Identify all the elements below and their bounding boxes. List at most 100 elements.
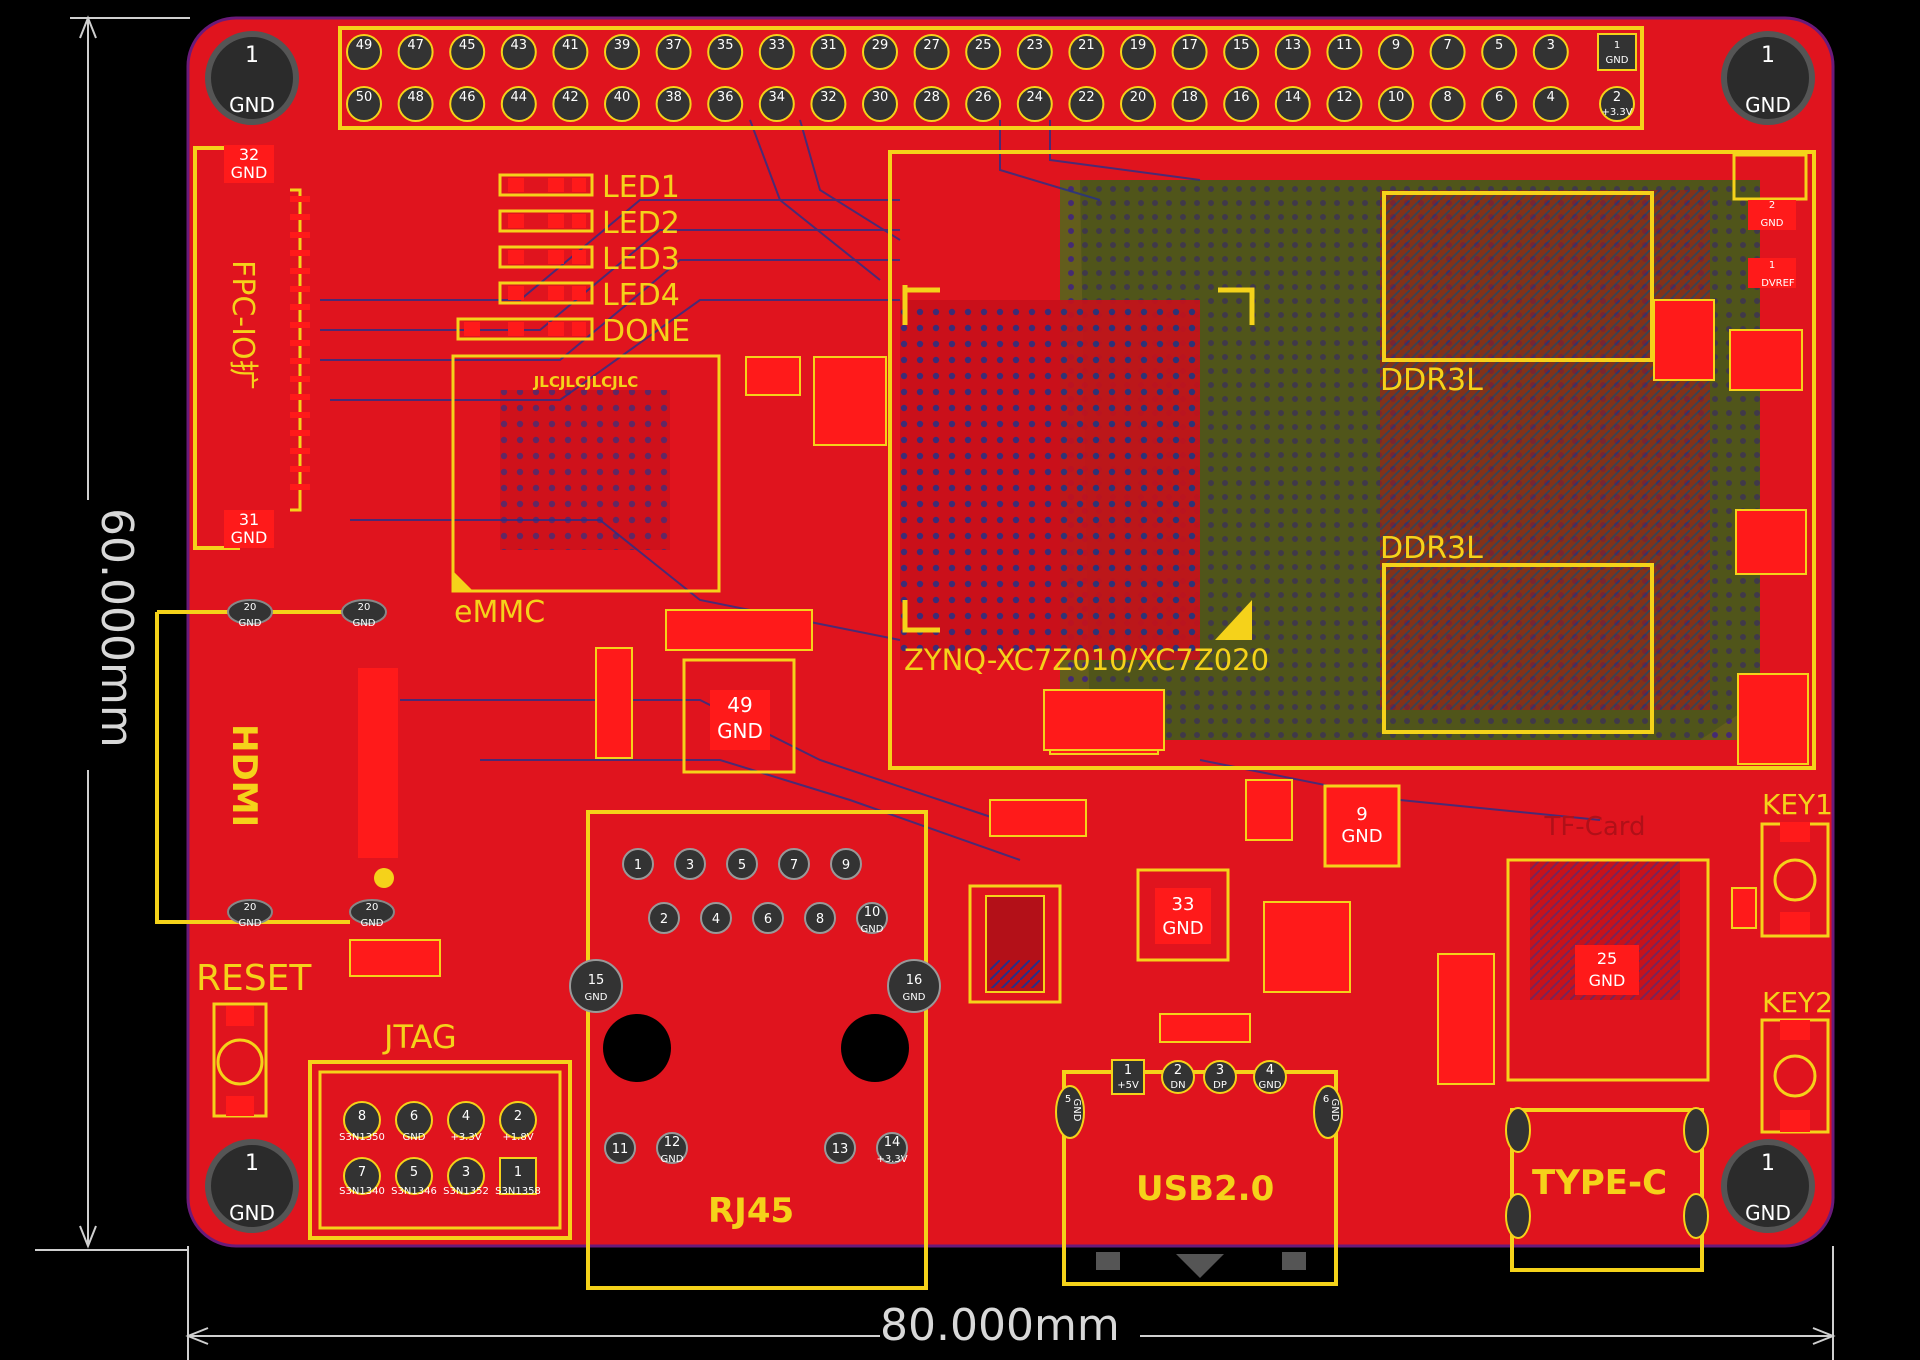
header-pin [1223,34,1260,70]
rj45-pin-number: 3 [686,858,694,873]
dvref-pads: 2 GND 1 DVREF [1732,153,1808,289]
led1-label: LED1 [602,170,680,205]
svg-text:20: 20 [244,902,257,913]
header-pin [500,86,537,122]
rj45-pin [876,1132,908,1164]
svg-text:GND: GND [1589,971,1626,990]
header-pin [1326,34,1363,70]
svg-text:5: 5 [1065,1094,1071,1105]
rj45-pin [700,902,732,934]
typec-label: TYPE-C [1532,1163,1667,1203]
jtag-pin-number: 7 [358,1165,366,1180]
usb-pin-net: +5V [1117,1080,1139,1091]
svg-text:9: 9 [1356,804,1367,825]
typec-connector: TYPE-C [1505,1107,1709,1272]
status-leds: LED1 LED2 LED3 LED4 DONE [456,170,690,349]
header-pin [1120,86,1156,122]
usb-pin-net: DP [1213,1080,1227,1091]
header-pin-number: 31 [820,38,837,53]
key1-button[interactable]: KEY1 [1760,788,1833,938]
svg-text:2: 2 [1769,200,1775,211]
usb-pin-net: GND [1259,1080,1282,1091]
rj45-label: RJ45 [708,1191,794,1231]
jtag-pin [343,1157,381,1195]
header-pin-number: 16 [1233,90,1250,105]
fpc-label: FPC-IO扩 [225,260,260,390]
buck-regulator: 9 GND [1323,784,1401,868]
header-pin [655,86,692,122]
height-dimension-label: 60.000mm [91,508,142,748]
svg-text:32: 32 [239,145,259,164]
gpio-header-outline [338,26,1644,130]
header-pin-number: 36 [717,90,734,105]
svg-text:GND: GND [1761,218,1784,229]
header-pin-number: 17 [1181,38,1198,53]
header-pin-number: 43 [511,38,528,53]
header-pin2-num: 2 [1613,90,1621,105]
header-pin-number: 7 [1443,38,1451,53]
rj45-pin-number: 5 [738,858,746,873]
rj45-pin [726,848,758,880]
header-pin [1274,86,1311,122]
rj45-pin-number: 14 [884,1135,901,1150]
trace-regions [320,119,1760,1000]
header-pin-number: 34 [769,90,786,105]
svg-text:GND: GND [1162,918,1203,939]
width-dimension-label: 80.000mm [880,1300,1120,1351]
svg-text:GND: GND [361,918,384,929]
reset-button[interactable]: RESET [196,958,312,1118]
header-pin-number: 22 [1078,90,1095,105]
header-pin-number: 28 [923,90,940,105]
rj45-pin-number: 7 [790,858,798,873]
header-pin-number: 3 [1547,38,1555,53]
jtag-pin-number: 4 [462,1109,470,1124]
header-pin-number: 6 [1495,90,1503,105]
usb-pin-number: 4 [1266,1063,1274,1078]
rj45-pin [752,902,784,934]
svg-text:1: 1 [245,43,259,68]
header-pin [862,86,898,122]
led2-label: LED2 [602,206,680,241]
rj45-pin [656,1132,688,1164]
header-pin [1429,34,1466,70]
header-pin [1532,34,1569,70]
pmic: 25 GND TF-Card [1506,812,1710,1082]
usb-pin [1203,1060,1237,1094]
key2-button[interactable]: KEY2 [1760,986,1833,1134]
usb-pin-number: 2 [1174,1063,1182,1078]
header-pin [1016,86,1053,122]
header-pin [810,86,847,122]
header-pin1-net: GND [1606,55,1629,66]
header-pin [346,86,382,122]
header-pin-number: 14 [1285,90,1302,105]
header-pin-number: 8 [1443,90,1451,105]
jtag-pin-number: 3 [462,1165,470,1180]
header-pin [1481,86,1518,122]
jtag-pin [499,1157,537,1195]
header-pin [1532,86,1569,122]
rj45-pin-number: 12 [664,1135,681,1150]
header-pin-number: 49 [356,38,373,53]
svg-text:1: 1 [1761,1151,1775,1176]
svg-text:TF-Card: TF-Card [1543,812,1645,842]
header-pin-number: 44 [511,90,528,105]
header-pin-number: 41 [562,38,579,53]
usb-pin [1253,1060,1287,1094]
header-pin [758,86,795,122]
header-pin-number: 18 [1181,90,1198,105]
svg-text:GND: GND [717,719,763,743]
header-pin-number: 35 [717,38,734,53]
hdmi-label: HDMI [224,724,264,827]
svg-text:20: 20 [244,602,257,613]
jtag-pin [343,1101,381,1139]
usb-pin-number: 1 [1124,1063,1132,1078]
header-pin-number: 32 [820,90,837,105]
svg-text:49: 49 [727,693,752,717]
rj45-pin-number: 11 [612,1142,629,1157]
header-pin-number: 13 [1285,38,1302,53]
svg-text:1: 1 [1761,43,1775,68]
reset-label: RESET [196,958,312,999]
jtag-pin-net: +1.8V [502,1132,533,1143]
